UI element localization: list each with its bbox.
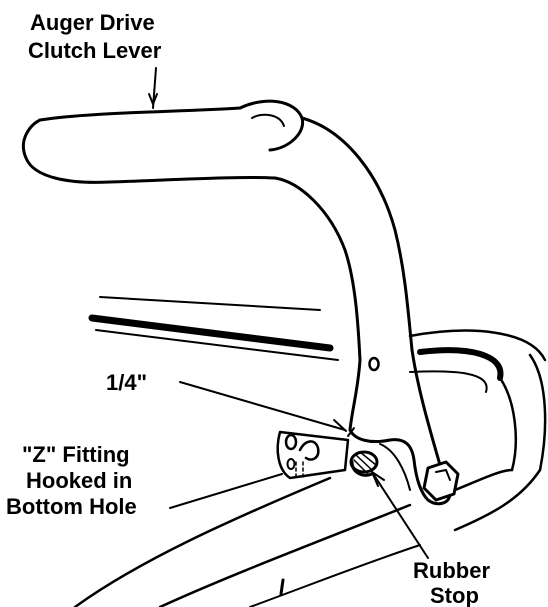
rubber-stop-label-line2: Stop	[430, 583, 479, 607]
auger-drive-label-line1: Auger Drive	[30, 10, 155, 35]
z-fitting-label-line1: "Z" Fitting	[22, 442, 130, 467]
handle-frame	[73, 296, 547, 607]
clutch-lever	[21, 99, 452, 506]
z-fitting-label-line2: Hooked in	[26, 468, 132, 493]
auger-drive-label-line2: Clutch Lever	[28, 38, 162, 63]
leader-lines	[148, 67, 429, 559]
gap-dimension-label: 1/4"	[106, 370, 147, 395]
callout-labels: Auger Drive Clutch Lever 1/4" "Z" Fittin…	[6, 10, 490, 607]
z-fitting-label-line3: Bottom Hole	[6, 494, 137, 519]
rubber-stop	[349, 450, 379, 477]
rubber-stop-label-line1: Rubber	[413, 558, 490, 583]
z-fitting-bracket	[276, 427, 355, 481]
hex-bolt	[422, 460, 460, 502]
